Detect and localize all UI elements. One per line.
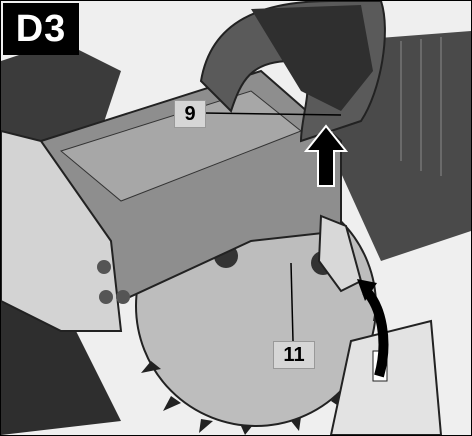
leader-line-9: [203, 112, 342, 116]
leader-line-11: [290, 262, 294, 342]
pendulum-guard-lever: [317, 214, 363, 293]
curved-arrow-icon: [362, 287, 389, 378]
figure-label: D3: [3, 3, 79, 55]
handle-grip: [251, 5, 373, 111]
up-arrow-icon: [303, 124, 349, 187]
callout-11: 11: [273, 341, 315, 369]
machine-base: [1, 281, 121, 435]
callout-9: 9: [174, 100, 206, 128]
guard-side-plate: [1, 129, 123, 332]
